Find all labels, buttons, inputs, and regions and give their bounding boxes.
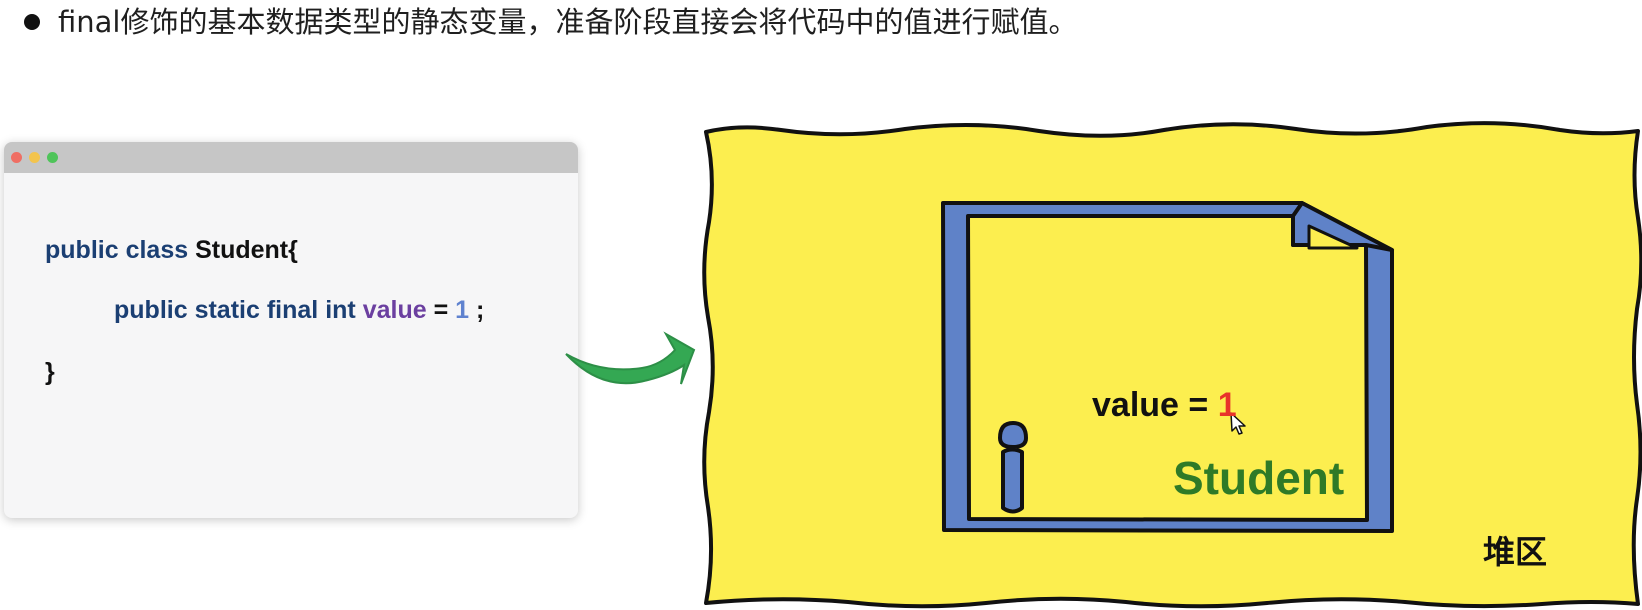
- window-titlebar: [4, 142, 578, 173]
- code-token-static: static: [194, 296, 260, 324]
- page-fold-inner-icon: [1307, 224, 1359, 250]
- code-token-equals: =: [433, 296, 449, 324]
- info-icon: [998, 421, 1028, 514]
- code-token-final: final: [266, 296, 319, 324]
- object-value-prefix: value =: [1092, 386, 1218, 424]
- code-line-field-declaration: public static final int value = 1 ;: [114, 294, 484, 326]
- code-line-class-close: }: [45, 356, 55, 388]
- code-token-semicolon: ;: [476, 296, 485, 324]
- object-name: Student: [1173, 452, 1345, 504]
- code-token-close-brace: }: [45, 358, 55, 386]
- minimize-window-icon[interactable]: [29, 152, 40, 163]
- heap-area-shape: [702, 121, 1642, 609]
- maximize-window-icon[interactable]: [47, 152, 58, 163]
- code-token-class: class: [125, 236, 189, 264]
- bullet-line: final修饰的基本数据类型的静态变量，准备阶段直接会将代码中的值进行赋值。: [18, 2, 1077, 42]
- code-token-value: value: [362, 296, 427, 324]
- code-token-number: 1: [455, 296, 470, 324]
- bullet-icon: [24, 14, 40, 30]
- close-window-icon[interactable]: [11, 152, 22, 163]
- code-token-int: int: [325, 296, 356, 324]
- code-window: public class Student{ public static fina…: [4, 142, 578, 518]
- heap-label: 堆区: [1483, 533, 1548, 571]
- bullet-text: final修饰的基本数据类型的静态变量，准备阶段直接会将代码中的值进行赋值。: [58, 5, 1078, 39]
- code-token-public: public: [45, 236, 119, 264]
- object-value-number: 1: [1217, 386, 1237, 424]
- arrow-icon: [565, 331, 696, 385]
- code-token-class-name: Student{: [195, 236, 298, 264]
- code-token-public-field: public: [114, 296, 188, 324]
- object-value-text: value = 1: [1092, 386, 1237, 425]
- cursor-icon: [1230, 412, 1246, 435]
- code-line-class-declaration: public class Student{: [45, 234, 298, 266]
